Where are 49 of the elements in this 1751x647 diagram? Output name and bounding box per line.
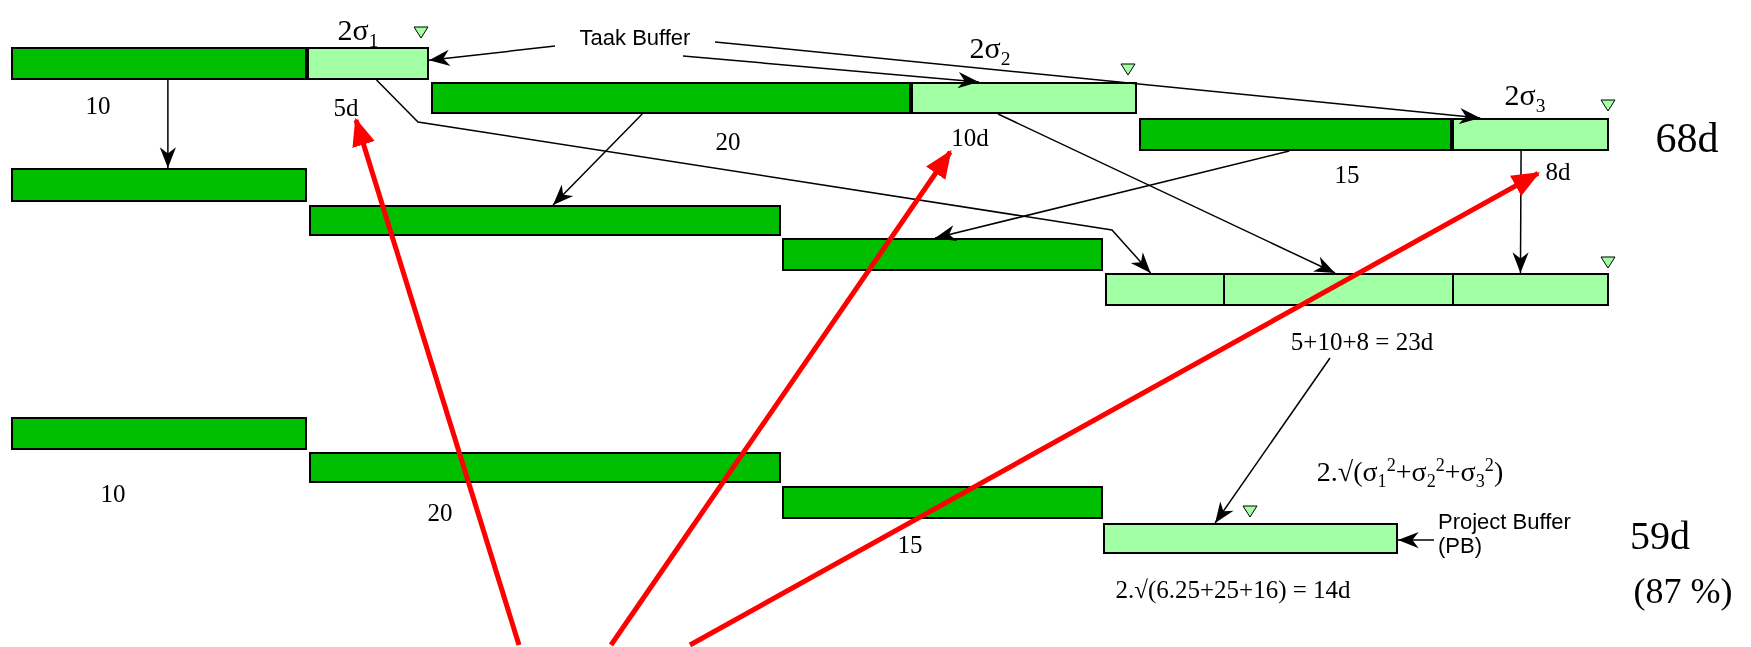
- arrow: [375, 79, 1152, 274]
- task-bar: [782, 238, 1103, 271]
- buffer-label: Taak Buffer: [555, 26, 715, 56]
- duration-label: 5d: [326, 94, 366, 120]
- task-bar: [309, 452, 781, 483]
- formula-label: 2σ$_{2}$: [969, 30, 1011, 70]
- duration-label: 8d: [1538, 158, 1578, 186]
- buffer-bar: [1103, 523, 1398, 554]
- arrow: [1397, 531, 1435, 549]
- buffer-label: Project Buffer (PB): [1434, 510, 1614, 574]
- sum-label: 5+10+8 = 23d: [1262, 328, 1462, 358]
- arrow: [997, 113, 1336, 274]
- formula-label: 2σ$_{3}$: [1504, 77, 1546, 117]
- arrow: [714, 41, 1481, 124]
- arrow: [552, 113, 643, 206]
- arrow: [159, 79, 176, 169]
- buffer-bar: [1223, 273, 1454, 306]
- duration-label: 10d: [944, 124, 996, 152]
- arrow: [682, 55, 980, 89]
- duration-label: 20: [715, 128, 741, 156]
- buffer-bar: [1105, 273, 1225, 306]
- task-bar: [11, 168, 307, 202]
- buffer-bar: [1452, 118, 1609, 151]
- task-bar: [11, 417, 307, 450]
- duration-label: 15: [1334, 161, 1360, 189]
- formula-label: 2.√(6.25+25+16) = 14d: [1115, 576, 1351, 604]
- task-bar: [782, 486, 1103, 519]
- formula-label: 2.√(σ$_{1}$$^{2}$+σ$_{2}$$^{2}$+σ$_{3}$$^{2}$): [1316, 454, 1504, 492]
- task-bar: [431, 82, 911, 114]
- formula-label: 2σ$_{1}$: [337, 12, 379, 52]
- duration-label: 10: [100, 480, 126, 508]
- duration-label: 20: [427, 499, 453, 527]
- duration-label: 15: [897, 531, 923, 559]
- arrow: [688, 171, 1541, 647]
- total-label: 59d: [1630, 514, 1690, 558]
- task-bar: [309, 205, 781, 236]
- arrow: [352, 117, 522, 646]
- arrow: [608, 150, 953, 647]
- duration-label: 10: [85, 92, 111, 120]
- buffer-bar: [1452, 273, 1609, 306]
- arrow: [934, 150, 1290, 241]
- total-label: (87 %): [1633, 572, 1733, 612]
- arrow: [1214, 357, 1331, 524]
- task-bar: [11, 47, 307, 80]
- buffer-bar: [911, 82, 1137, 114]
- total-label: 68d: [1655, 114, 1719, 162]
- task-bar: [1139, 118, 1452, 151]
- arrow: [428, 45, 556, 66]
- buffer-bar: [307, 47, 429, 80]
